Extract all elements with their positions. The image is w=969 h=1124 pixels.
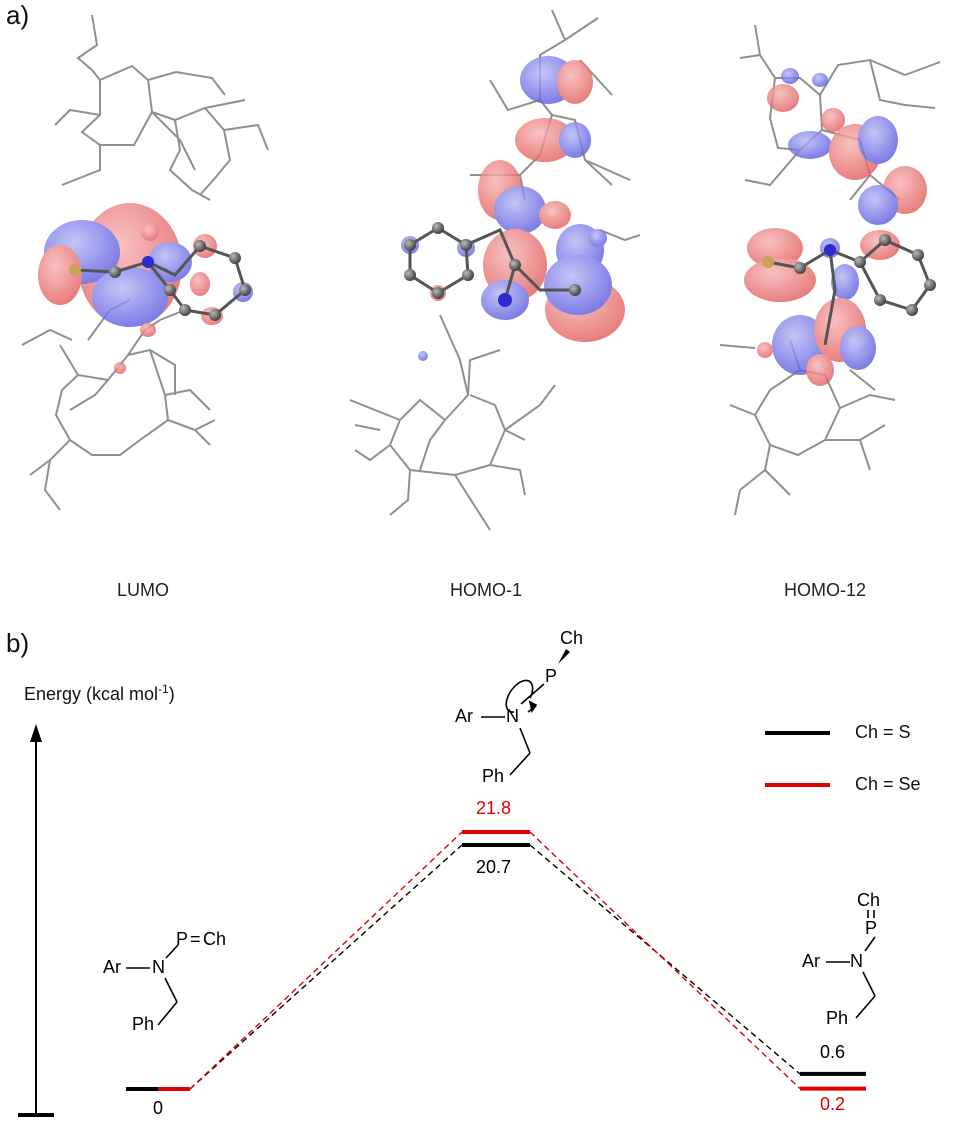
energy-axis-label: Energy (kcal mol-1) — [24, 682, 175, 704]
structure-ts-bonds — [481, 679, 545, 776]
lumo-structure — [21, 14, 269, 511]
value-end-s: 0.6 — [820, 1042, 846, 1062]
end-ch: Ch — [857, 890, 881, 910]
orbital-label-homo-12: HOMO-12 — [783, 580, 866, 600]
wedge-bond — [558, 649, 570, 664]
end-n: N — [850, 951, 863, 971]
ts-ph: Ph — [482, 766, 505, 786]
end-ar: Ar — [802, 951, 820, 971]
orbital-label-homo-1: HOMO-1 — [450, 580, 522, 600]
ts-ar: Ar — [455, 706, 473, 726]
energy-levels — [126, 830, 866, 1091]
structure-start-bonds — [126, 944, 179, 1026]
connector-s-2 — [529, 844, 801, 1075]
connector-se-1 — [189, 831, 463, 1090]
legend-label-se: Ch = Se — [855, 774, 921, 794]
end-p: P — [865, 918, 878, 938]
value-end-se: 0.2 — [820, 1094, 846, 1114]
start-ph: Ph — [132, 1014, 155, 1034]
value-start: 0 — [153, 1098, 164, 1118]
homo1-structure — [349, 9, 641, 531]
homo1-orbital-lobes — [401, 56, 625, 361]
start-eq: = — [190, 929, 201, 949]
end-ph: Ph — [826, 1008, 849, 1028]
ts-p: P — [545, 666, 558, 686]
value-ts-se: 21.8 — [476, 798, 512, 818]
structure-end-bonds — [826, 910, 876, 1019]
start-n: N — [152, 957, 165, 977]
panel-a-label: a) — [6, 0, 30, 30]
panel-b-label: b) — [6, 628, 30, 658]
legend-label-s: Ch = S — [855, 722, 911, 742]
start-ch: Ch — [203, 929, 227, 949]
ts-n: N — [506, 706, 519, 726]
start-p: P — [176, 929, 189, 949]
lumo-orbital-lobes — [38, 203, 253, 374]
orbital-label-lumo: LUMO — [116, 580, 169, 600]
connector-s-1 — [189, 844, 463, 1090]
homo12-atoms — [767, 238, 932, 346]
energy-axis — [18, 724, 54, 1117]
homo12-orbital-lobes — [744, 68, 927, 386]
start-ar: Ar — [103, 957, 121, 977]
value-ts-s: 20.7 — [476, 857, 512, 877]
connector-se-2 — [529, 831, 801, 1090]
ts-ch: Ch — [560, 628, 584, 648]
